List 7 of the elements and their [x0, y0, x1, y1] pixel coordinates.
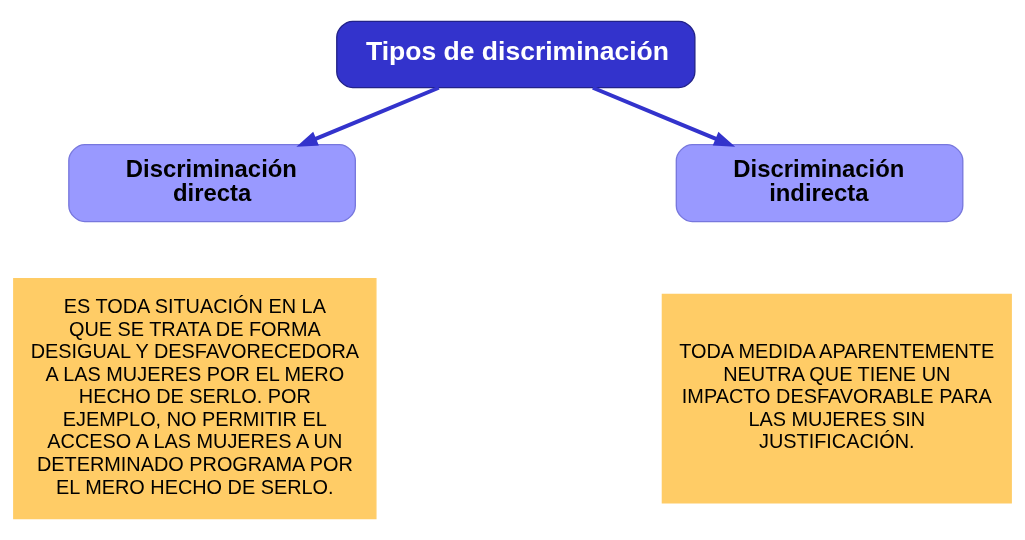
node-box: Tipos de discriminación	[336, 20, 696, 89]
arrow	[592, 85, 736, 147]
arrow	[296, 85, 440, 147]
node-box: Discriminación directa	[68, 144, 356, 223]
node-box: ES TODA SITUACIÓN EN LA QUE SE TRATA DE FORMA DESIGUAL Y DESFAVORECEDORA A LAS MUJERES POR EL MERO HECHO DE SERLO. POR EJEMPLO, NO PERMITIR EL ACCESO A LAS MUJERES A UN DETERMINADO PROGRAMA POR EL MERO HECHO DE SERLO.	[13, 277, 377, 520]
node-box: Discriminación indirecta	[675, 144, 964, 223]
node-box: TODA MEDIDA APARENTEMENTE NEUTRA QUE TIENE UN IMPACTO DESFAVORABLE PARA LAS MUJERES SIN JUSTIFICACIÓN.	[661, 293, 1012, 504]
